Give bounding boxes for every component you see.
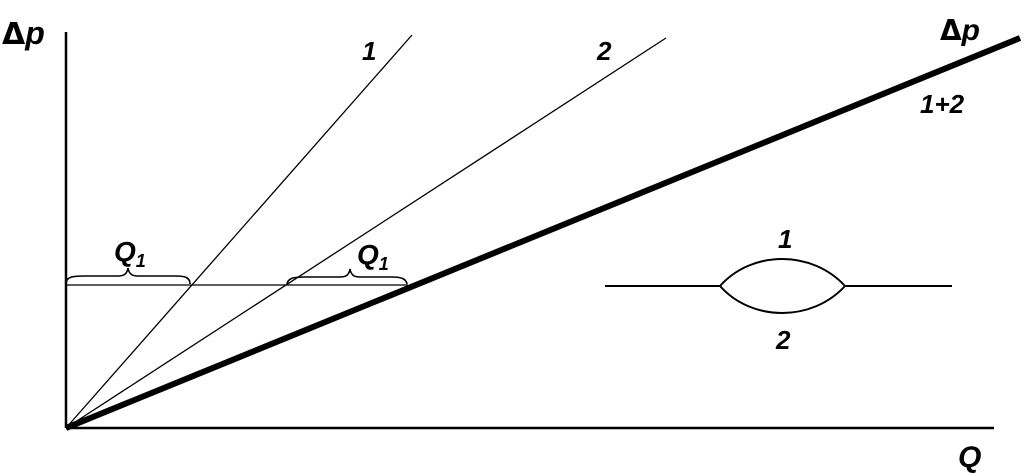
sum-line-label: 1+2 (920, 89, 965, 119)
y-axis-label: Δp (2, 15, 45, 52)
left-flow-subscript: 1 (136, 251, 146, 271)
y-axis-delta: Δ (2, 17, 26, 52)
line-1-label: 1 (362, 36, 376, 66)
schematic-upper-branch (719, 258, 846, 287)
schematic-lower-branch (719, 285, 846, 314)
sum-delta: Δ (940, 14, 962, 47)
parallel-pipes-schematic: 1 2 (605, 224, 952, 355)
right-flow-label: Q1 (357, 239, 389, 274)
left-flow-Q: Q (114, 236, 136, 267)
characteristic-line-sum (64, 35, 1022, 431)
characteristic-line-2 (65, 37, 667, 429)
schematic-lower-label: 2 (775, 325, 791, 355)
sum-p: p (961, 14, 980, 47)
left-flow-label: Q1 (114, 236, 146, 271)
right-flow-brace (286, 268, 408, 285)
y-axis-p: p (24, 15, 45, 51)
line-2-label: 2 (596, 36, 612, 66)
characteristic-line-1 (65, 34, 413, 429)
right-flow-subscript: 1 (379, 254, 389, 274)
schematic-upper-label: 1 (778, 224, 792, 254)
right-flow-Q: Q (357, 239, 379, 270)
sum-line-delta-p-label: Δp (940, 14, 980, 47)
x-axis-label: Q (958, 441, 981, 473)
left-flow-brace (65, 267, 191, 285)
